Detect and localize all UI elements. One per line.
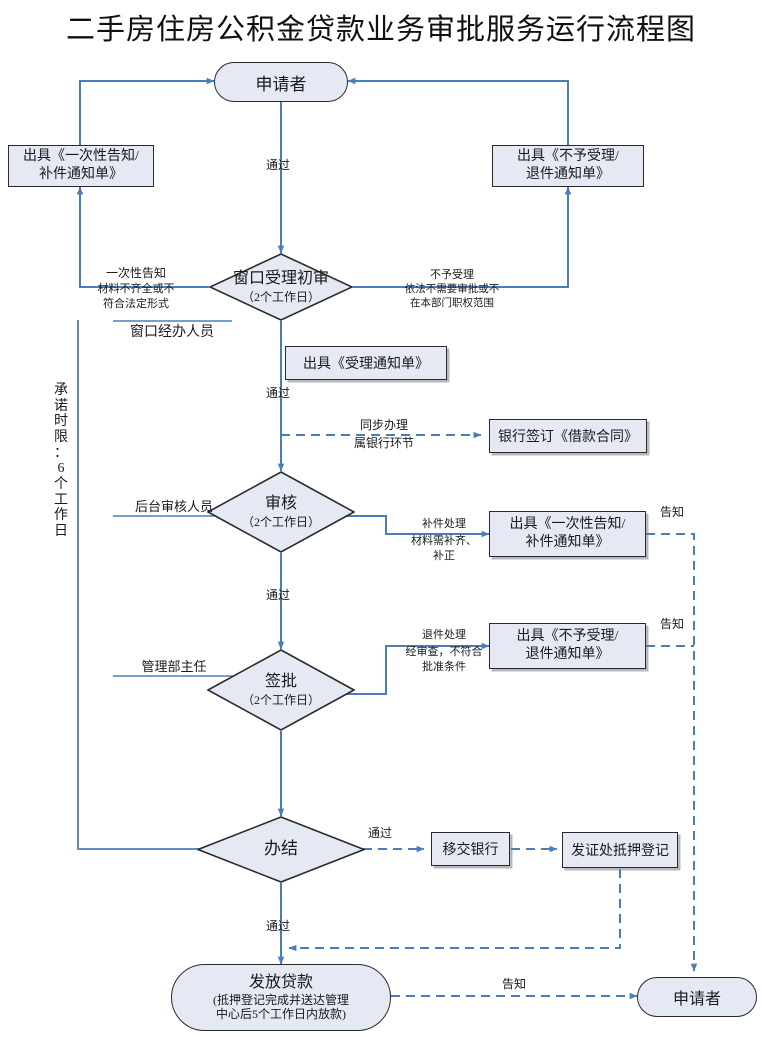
- review-line1: 审核: [264, 494, 297, 512]
- node-notice-supplement-top[interactable]: 出具《一次性告知/ 补件通知单》: [8, 145, 154, 187]
- transfer-bank-label: 移交银行: [442, 843, 499, 858]
- node-notice-reject-top[interactable]: 出具《不予受理/ 退件通知单》: [492, 145, 644, 187]
- edge-label-window-staff: 窗口经办人员: [130, 325, 214, 340]
- edge-label-materials-incomplete-line2: 符合法定形式: [103, 298, 169, 310]
- edge-label-materials-incomplete-line1: 材料不齐全或不: [97, 283, 175, 295]
- edge-label-pass-5: 通过: [265, 919, 290, 933]
- promise-char-9: 日: [54, 524, 68, 540]
- notice-reject-top-line1: 出具《不予受理/: [517, 149, 619, 165]
- sign-approve-line2: （2个工作日）: [241, 692, 320, 707]
- complete-label: 办结: [264, 839, 298, 859]
- promise-char-5: 6: [57, 461, 65, 477]
- promise-char-6: 个: [54, 477, 68, 493]
- edge-label-one-time-notice: 一次性告知: [105, 266, 166, 280]
- promise-char-8: 作: [54, 508, 68, 524]
- node-notice-supplement-mid[interactable]: 出具《一次性告知/ 补件通知单》: [489, 511, 646, 557]
- node-notice-reject-mid[interactable]: 出具《不予受理/ 退件通知单》: [489, 623, 646, 669]
- promise-char-1: 诺: [54, 398, 68, 414]
- disburse-loan-line1: 发放贷款: [248, 974, 313, 992]
- edge-label-backend-reviewer: 后台审核人员: [134, 499, 213, 514]
- node-window-accept[interactable]: 窗口受理初审 （2个工作日）: [209, 253, 353, 321]
- promise-char-2: 时: [54, 414, 68, 430]
- edge-label-pass-4: 通过: [367, 826, 392, 840]
- edge-label-after-review-line1: 经审查，不符合: [405, 646, 483, 658]
- accept-notice-label: 出具《受理通知单》: [303, 357, 429, 372]
- node-transfer-bank[interactable]: 移交银行: [431, 832, 510, 866]
- review-line2: （2个工作日）: [241, 514, 320, 529]
- promise-time-limit-annotation: 承 诺 时 限 ： 6 个 工 作 日: [48, 383, 74, 540]
- edge-label-not-accepted: 不予受理: [430, 269, 474, 281]
- edge-label-materials-need-line1: 材料需补齐、: [411, 535, 477, 547]
- edge-label-pass-1: 通过: [265, 158, 290, 172]
- node-applicant-top-label: 申请者: [255, 74, 307, 94]
- window-accept-line1: 窗口受理初审: [232, 269, 329, 287]
- node-applicant-top[interactable]: 申请者: [214, 62, 348, 102]
- disburse-loan-line3: 中心后5个工作日内放款): [216, 1007, 346, 1022]
- notice-supplement-mid-line1: 出具《一次性告知/: [509, 517, 626, 533]
- node-applicant-bottom[interactable]: 申请者: [637, 977, 757, 1017]
- edge-label-inform-3: 告知: [501, 977, 526, 991]
- edge-label-inform-1: 告知: [659, 505, 684, 519]
- notice-supplement-mid-line2: 补件通知单》: [525, 535, 610, 550]
- node-review[interactable]: 审核 （2个工作日）: [207, 471, 355, 553]
- notice-reject-mid-line1: 出具《不予受理/: [516, 629, 619, 645]
- edge-label-not-accepted-line1: 依法不需要审批或不: [404, 284, 500, 295]
- edge-label-pass-2: 通过: [265, 386, 290, 400]
- page-title: 二手房住房公积金贷款业务审批服务运行流程图: [65, 14, 696, 46]
- promise-char-0: 承: [54, 383, 68, 398]
- promise-char-4: ：: [54, 445, 68, 461]
- edge-label-pass-3: 通过: [265, 588, 290, 602]
- promise-char-7: 工: [54, 492, 68, 508]
- node-mortgage-registration[interactable]: 发证处抵押登记: [562, 832, 678, 868]
- window-accept-line2: （2个工作日）: [241, 289, 320, 304]
- disburse-loan-line2: (抵押登记完成并送达管理: [213, 992, 349, 1007]
- sign-approve-line1: 签批: [264, 672, 297, 690]
- notice-reject-top-line2: 退件通知单》: [526, 167, 610, 182]
- node-disburse-loan[interactable]: 发放贷款 (抵押登记完成并送达管理 中心后5个工作日内放款): [171, 964, 391, 1031]
- notice-supplement-top-line2: 补件通知单》: [39, 167, 123, 182]
- edge-label-return-handling: 退件处理: [422, 629, 466, 641]
- edge-label-not-accepted-line2: 在本部门职权范围: [410, 298, 494, 309]
- node-complete[interactable]: 办结: [197, 816, 365, 883]
- edge-label-dept-director: 管理部主任: [141, 659, 207, 674]
- bank-contract-label: 银行签订《借款合同》: [498, 430, 638, 445]
- promise-char-3: 限: [54, 430, 68, 446]
- mortgage-registration-label: 发证处抵押登记: [571, 844, 669, 859]
- edge-label-supplement-handling: 补件处理: [422, 518, 466, 530]
- node-accept-notice[interactable]: 出具《受理通知单》: [285, 346, 447, 380]
- notice-supplement-top-line1: 出具《一次性告知/: [23, 149, 139, 165]
- node-bank-contract[interactable]: 银行签订《借款合同》: [489, 419, 647, 453]
- edge-label-materials-need-line2: 补正: [433, 550, 455, 562]
- node-applicant-bottom-label: 申请者: [672, 991, 721, 1008]
- edge-label-after-review-line2: 批准条件: [422, 661, 466, 673]
- edge-label-sync-processing: 同步办理: [359, 418, 408, 432]
- edge-label-inform-2: 告知: [659, 617, 684, 631]
- node-sign-approve[interactable]: 签批 （2个工作日）: [207, 649, 355, 731]
- notice-reject-mid-line2: 退件通知单》: [525, 647, 610, 662]
- edge-label-belongs-to-bank: 属银行环节: [353, 436, 414, 450]
